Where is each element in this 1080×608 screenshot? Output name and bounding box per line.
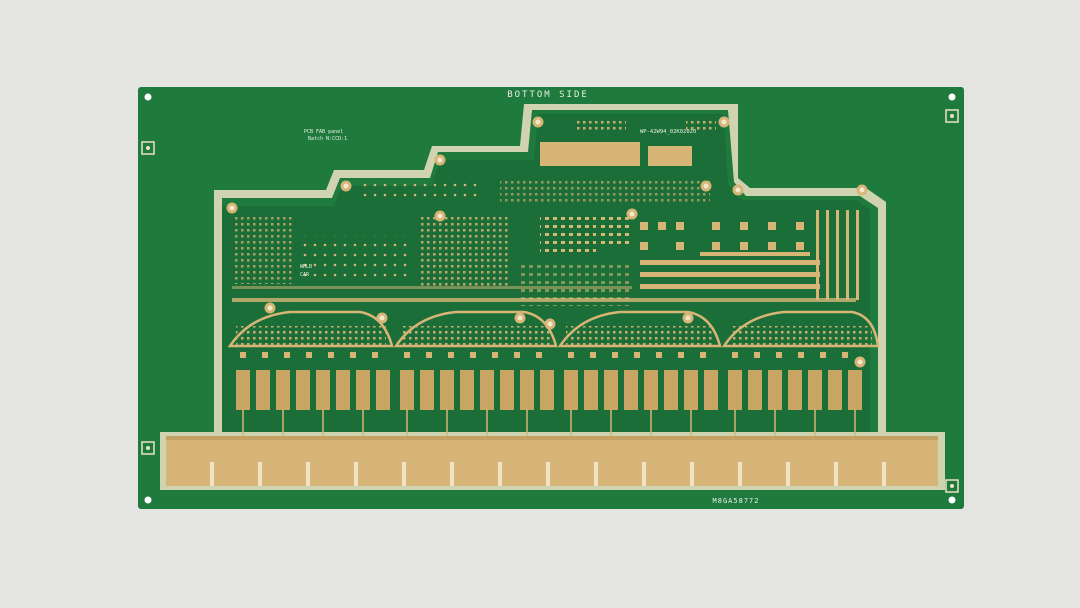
- component-zone-b: [300, 236, 410, 280]
- edge-connector: [166, 436, 938, 486]
- serial-label: M8GA58772: [713, 497, 760, 505]
- panel-note-line2: Batch N:CCD:1: [308, 136, 347, 142]
- part-number-label: WP-42W94_02K02020: [640, 129, 696, 135]
- chip-label-1: WHLB: [300, 264, 312, 270]
- component-zone-c: [418, 214, 510, 286]
- bga-chip-2: [598, 214, 632, 244]
- finger-leads: [242, 410, 856, 436]
- chip-label-2: CAR: [300, 272, 310, 278]
- channel-small-pads: [240, 352, 848, 358]
- panel-note-line1: PCB FAB panel: [304, 129, 343, 135]
- mounting-holes: [141, 93, 959, 504]
- channel-bays: [227, 310, 880, 348]
- signal-trace-bar-2: [232, 286, 632, 289]
- header-fine-pads: [576, 118, 626, 130]
- component-zone-e: [500, 180, 710, 202]
- bga-chip-1: [540, 214, 596, 254]
- edge-connector-gaps: [210, 462, 886, 486]
- tooling-holes: [226, 116, 868, 368]
- edge-connector-shadow: [166, 436, 938, 440]
- header-pads-2: [686, 118, 716, 130]
- component-zone-a: [232, 214, 292, 284]
- side-label: BOTTOM SIDE: [507, 90, 589, 100]
- header-gold-bar-2: [648, 146, 692, 166]
- rf-pad-array: [640, 210, 859, 300]
- channel-component-row: [236, 370, 862, 410]
- header-gold-bar: [540, 142, 640, 166]
- signal-trace-bar: [232, 298, 856, 302]
- component-zone-d: [360, 180, 480, 200]
